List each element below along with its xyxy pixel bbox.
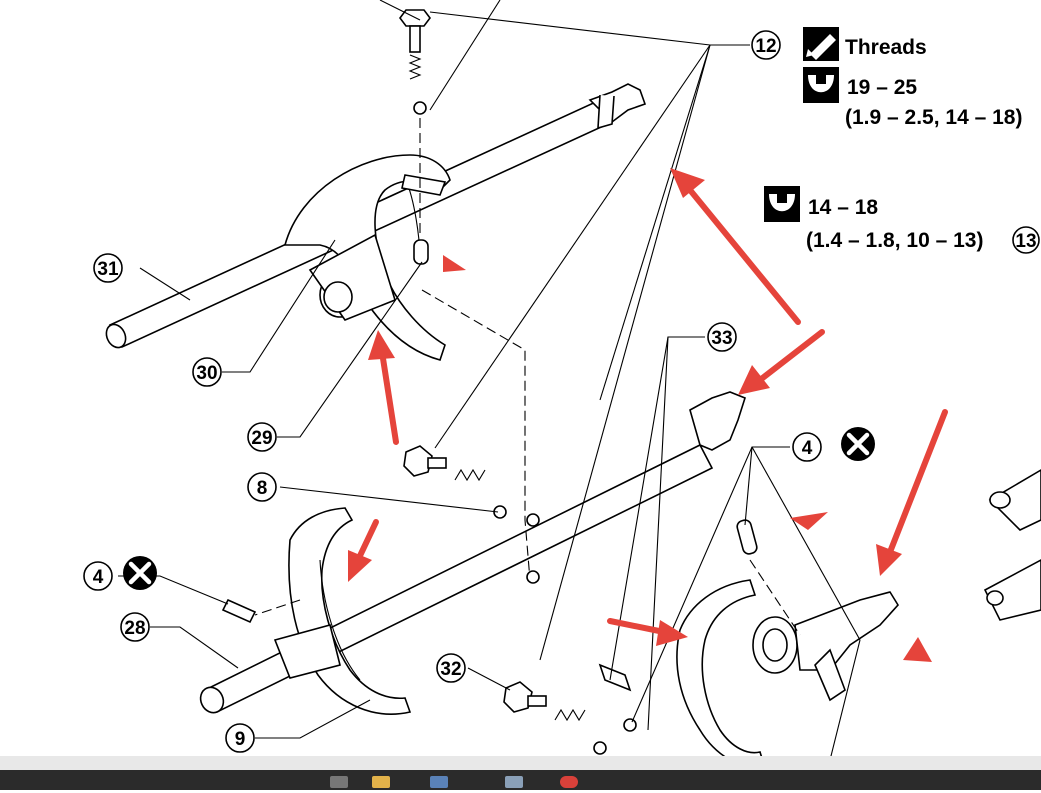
bolt-spring-8 <box>403 445 507 519</box>
threads-icon <box>803 27 839 61</box>
callout-8-label: 8 <box>257 478 268 499</box>
callout-4-right: 4 <box>792 432 822 462</box>
callout-28-label: 28 <box>124 618 145 639</box>
bolt-spring-32 <box>503 681 637 755</box>
browser-icon[interactable] <box>560 776 578 788</box>
callout-29: 29 <box>247 422 277 452</box>
bolt-spring-top <box>399 9 431 115</box>
callout-12: 12 <box>751 30 781 60</box>
pin-4-left <box>221 598 257 624</box>
shift-fork-right <box>676 579 899 769</box>
callout-31: 31 <box>93 253 123 283</box>
document-footer-strip <box>0 756 1041 770</box>
callout-13: 13 <box>1012 226 1040 254</box>
callout-30-label: 30 <box>196 363 217 384</box>
pin-29 <box>413 239 429 265</box>
arrow-to-fork-30 <box>368 330 399 445</box>
pointer-triangle <box>790 512 828 530</box>
pin-33 <box>598 663 632 692</box>
arrow-to-rod-28-end <box>738 329 825 395</box>
torque-wrench-icon <box>764 186 800 222</box>
annotation-arrows <box>348 168 948 662</box>
folder-icon[interactable] <box>372 776 390 788</box>
pin-4-right <box>736 519 758 555</box>
callout-33: 33 <box>707 322 737 352</box>
callout-30: 30 <box>192 357 222 387</box>
callout-13-label: 13 <box>1015 231 1036 252</box>
detent-balls <box>526 513 540 584</box>
callout-32-label: 32 <box>440 659 461 680</box>
callout-4-right-label: 4 <box>802 438 813 459</box>
do-not-reuse-icon <box>841 427 875 461</box>
do-not-reuse-icon <box>123 556 157 590</box>
dashed-assembly-lines <box>254 118 801 636</box>
arrow-to-rod-31 <box>670 168 801 325</box>
callout-33-label: 33 <box>711 328 732 349</box>
callout-9: 9 <box>225 723 255 753</box>
legend: Threads 19 – 25 (1.9 – 2.5, 14 – 18) 14 … <box>764 27 1022 252</box>
arrow-to-fork-right-end <box>876 409 948 576</box>
app-icon[interactable] <box>330 776 348 788</box>
callout-28: 28 <box>120 612 150 642</box>
housing-partial <box>983 469 1041 621</box>
callout-4-left-label: 4 <box>93 567 104 588</box>
document-icon[interactable] <box>430 776 448 788</box>
shift-fork-9 <box>273 507 412 715</box>
torque-wrench-icon <box>803 67 839 103</box>
threads-label: Threads <box>845 36 927 59</box>
callout-12-label: 12 <box>755 36 776 57</box>
arrow-to-fork-9 <box>348 519 379 582</box>
torque-1-alt: (1.9 – 2.5, 14 – 18) <box>845 106 1022 129</box>
callout-8: 8 <box>247 472 277 502</box>
torque-2-alt: (1.4 – 1.8, 10 – 13) <box>806 229 983 252</box>
shift-fork-30 <box>283 154 451 361</box>
callout-4-left: 4 <box>83 561 113 591</box>
torque-2-value: 14 – 18 <box>808 196 878 219</box>
callout-29-label: 29 <box>251 428 272 449</box>
callout-31-label: 31 <box>97 259 119 280</box>
callout-9-label: 9 <box>235 729 246 750</box>
callout-32: 32 <box>436 653 466 683</box>
pointer-triangle <box>443 255 466 272</box>
app-icon[interactable] <box>505 776 523 788</box>
pointer-triangle <box>903 637 932 662</box>
arrow-to-fork-right <box>607 618 688 646</box>
torque-1-value: 19 – 25 <box>847 76 917 99</box>
